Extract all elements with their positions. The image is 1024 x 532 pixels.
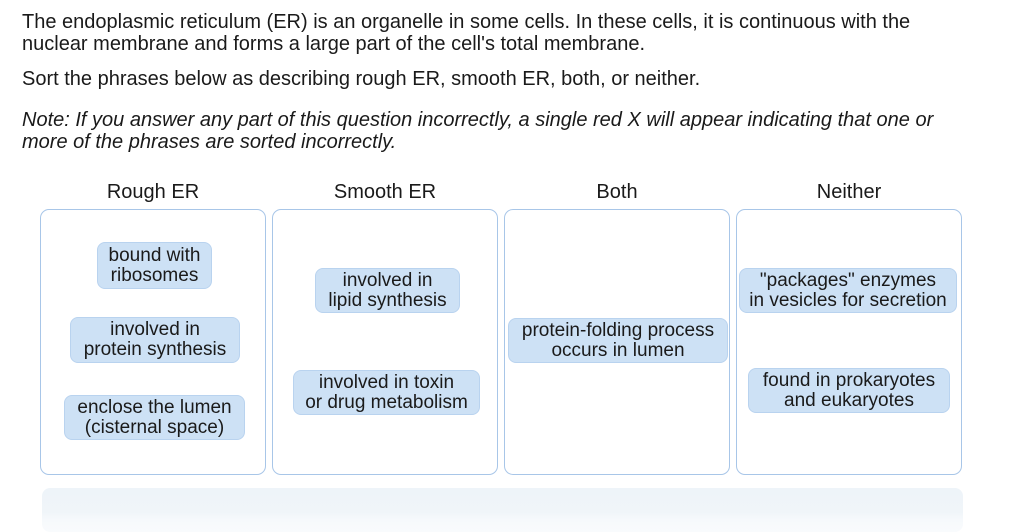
sort-instruction: Sort the phrases below as describing rou…: [22, 68, 701, 90]
phrase-line: protein-folding process: [521, 319, 715, 341]
phrase-chip-bound-with-ribosomes[interactable]: bound with ribosomes: [97, 242, 212, 289]
phrase-chip-protein-folding-process[interactable]: protein-folding process occurs in lumen: [508, 318, 728, 363]
dropzone-smooth-er[interactable]: involved in lipid synthesis involved in …: [272, 209, 498, 475]
phrase-line: bound with: [108, 244, 201, 266]
phrase-line: involved in toxin: [318, 371, 455, 393]
phrase-line: or drug metabolism: [305, 391, 468, 413]
phrase-chip-involved-in-lipid-synthesis[interactable]: involved in lipid synthesis: [315, 268, 460, 313]
phrase-line: occurs in lumen: [551, 339, 685, 361]
phrase-chip-found-in-prokaryotes-and-eukaryotes[interactable]: found in prokaryotes and eukaryotes: [748, 368, 950, 413]
phrase-line: involved in: [110, 319, 200, 340]
dropzone-both[interactable]: protein-folding process occurs in lumen: [504, 209, 730, 475]
phrase-line: ribosomes: [110, 264, 199, 286]
column-header-neither: Neither: [816, 181, 882, 203]
phrase-chip-packages-enzymes-in-vesicles[interactable]: "packages" enzymes in vesicles for secre…: [739, 268, 957, 313]
phrase-line: lipid synthesis: [328, 289, 447, 311]
phrase-chip-enclose-the-lumen[interactable]: enclose the lumen (cisternal space): [64, 395, 245, 440]
phrase-line: found in prokaryotes: [762, 369, 936, 391]
grading-note-line-1: Note: If you answer any part of this que…: [22, 109, 934, 131]
question-intro-line-1: The endoplasmic reticulum (ER) is an org…: [22, 11, 911, 33]
phrase-line: in vesicles for secretion: [749, 289, 947, 311]
phrase-line: enclose the lumen: [77, 396, 232, 418]
grading-note-line-2: more of the phrases are sorted incorrect…: [22, 131, 397, 153]
dropzone-rough-er[interactable]: bound with ribosomes involved in protein…: [40, 209, 266, 475]
phrase-line: and eukaryotes: [784, 389, 914, 411]
phrase-chip-involved-in-toxin-or-drug-metabolism[interactable]: involved in toxin or drug metabolism: [293, 370, 480, 415]
phrase-line: (cisternal space): [84, 416, 225, 438]
dropzone-neither[interactable]: "packages" enzymes in vesicles for secre…: [736, 209, 962, 475]
phrase-line: involved in: [342, 269, 433, 291]
question-intro-line-2: nuclear membrane and forms a large part …: [22, 33, 646, 55]
column-header-rough-er: Rough ER: [106, 181, 200, 203]
question-intro: The endoplasmic reticulum (ER) is an org…: [22, 11, 910, 55]
column-header-both: Both: [596, 181, 638, 203]
grading-note: Note: If you answer any part of this que…: [22, 109, 933, 153]
phrase-line: "packages" enzymes: [759, 269, 937, 291]
phrase-line: protein synthesis: [83, 339, 227, 360]
column-header-smooth-er: Smooth ER: [333, 181, 437, 203]
phrase-bank[interactable]: [42, 488, 963, 532]
phrase-chip-involved-in-protein-synthesis[interactable]: involved in protein synthesis: [70, 317, 240, 363]
